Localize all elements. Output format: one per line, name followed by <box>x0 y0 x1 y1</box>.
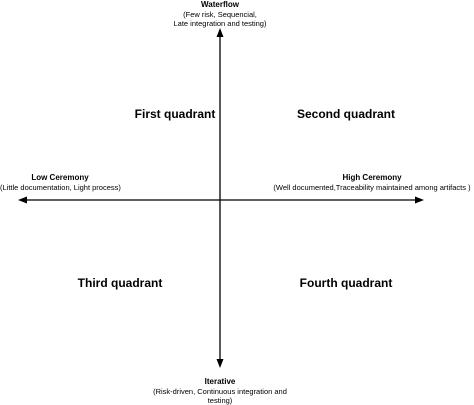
left-axis-desc: (Little documentation, Light process) <box>0 182 121 192</box>
third-quadrant-label: Third quadrant <box>77 276 163 290</box>
vertical-axis-top-arrowhead <box>216 28 224 37</box>
top-axis-desc-line1: (Few risk, Sequencial, <box>183 9 257 19</box>
right-axis-desc: (Well documented,Traceability maintained… <box>273 182 471 192</box>
top-axis-label: Waterflow (Few risk, Sequencial, Late in… <box>0 0 440 28</box>
left-axis-title: Low Ceremony <box>31 173 89 182</box>
left-axis-label: Low Ceremony (Little documentation, Ligh… <box>0 173 121 192</box>
second-quadrant-label: Second quadrant <box>296 107 395 121</box>
bottom-axis-title: Iterative <box>204 377 236 386</box>
bottom-axis-desc-line1: (Risk-driven, Continuous integration and <box>153 386 287 396</box>
bottom-axis-label: Iterative (Risk-driven, Continuous integ… <box>0 377 440 405</box>
first-quadrant-label: First quadrant <box>134 107 216 121</box>
right-axis-title: High Ceremony <box>342 173 402 182</box>
vertical-axis-bottom-arrowhead <box>216 359 224 368</box>
horizontal-axis-left-arrowhead <box>18 196 27 204</box>
fourth-quadrant-label: Fourth quadrant <box>299 276 393 290</box>
right-axis-label: High Ceremony (Well documented,Traceabil… <box>270 173 474 192</box>
bottom-axis-desc-line2: testing) <box>207 395 233 405</box>
top-axis-desc-line2: Late integration and testing) <box>173 18 267 28</box>
top-axis-title: Waterflow <box>201 0 239 9</box>
horizontal-axis-right-arrowhead <box>415 196 424 204</box>
